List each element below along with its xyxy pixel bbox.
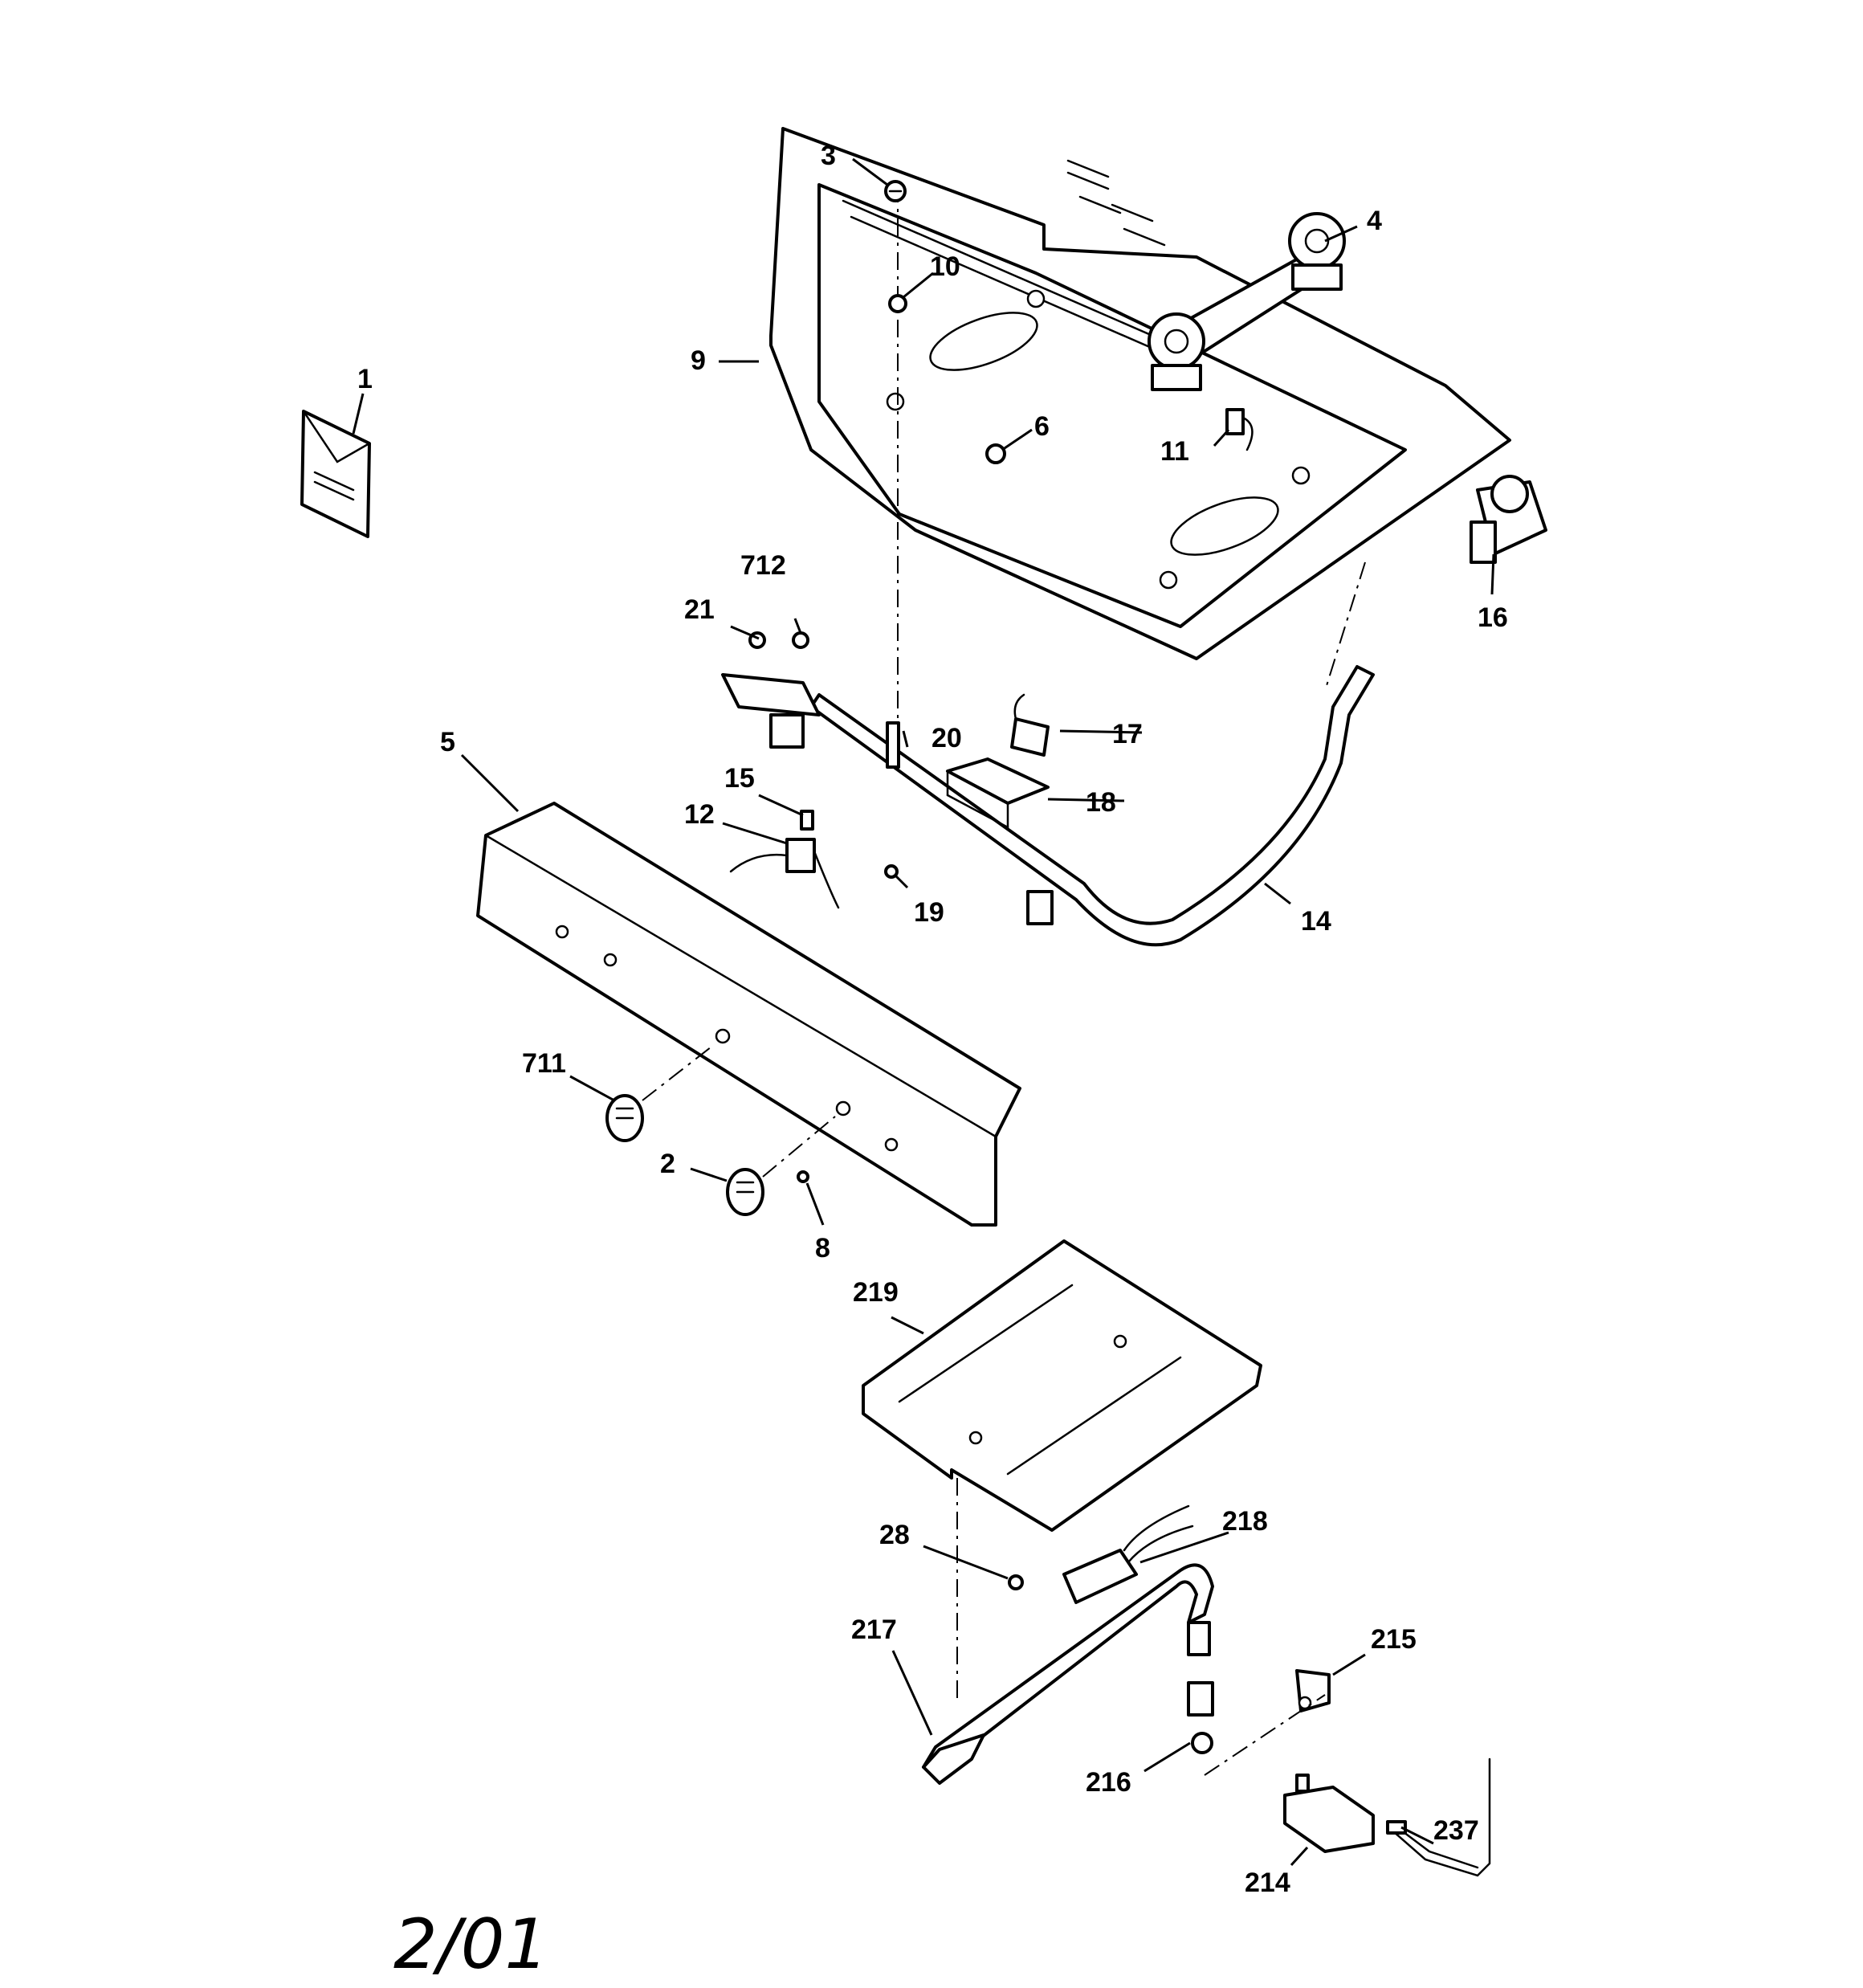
callout-4: 4 <box>1367 206 1382 236</box>
callout-219: 219 <box>853 1277 899 1308</box>
part-217-oven-burner <box>922 1563 1214 1785</box>
callout-712: 712 <box>740 550 786 581</box>
callout-21: 21 <box>684 594 715 625</box>
part-1-literature-packet <box>300 410 371 538</box>
callout-12: 12 <box>684 799 715 830</box>
part-20-stud <box>886 721 900 769</box>
part-214-safety-valve <box>1204 1694 1375 1853</box>
part-14-manifold-pipe <box>809 665 1375 947</box>
callout-18: 18 <box>1086 787 1116 818</box>
callout-labels: 1 3 4 10 9 6 11 16 712 21 20 17 18 15 12… <box>357 141 1508 1898</box>
part-9-burner-box <box>769 127 1511 723</box>
part-18-plate <box>946 757 1050 829</box>
callout-17: 17 <box>1112 719 1143 749</box>
part-215-bracket <box>1295 1669 1331 1712</box>
part-712-screw <box>792 631 809 649</box>
callout-16: 16 <box>1478 602 1508 633</box>
vent-slots <box>1066 159 1166 247</box>
part-17-relay <box>1010 693 1050 757</box>
callout-11: 11 <box>1160 436 1189 467</box>
callout-237: 237 <box>1433 1815 1479 1846</box>
callout-20: 20 <box>932 723 962 753</box>
callout-1: 1 <box>357 364 373 394</box>
callout-218: 218 <box>1222 1506 1268 1537</box>
part-4-surface-valves <box>1148 212 1346 391</box>
part-3-fastener <box>884 180 907 202</box>
part-12-switch <box>729 838 840 909</box>
leader-lines <box>352 157 1495 1867</box>
callout-217: 217 <box>851 1614 897 1645</box>
callout-14: 14 <box>1301 906 1331 937</box>
callout-216: 216 <box>1086 1767 1131 1798</box>
part-8-screw <box>797 1170 809 1183</box>
callout-8: 8 <box>815 1233 830 1263</box>
part-5-control-panel <box>476 802 1021 1227</box>
callout-9: 9 <box>691 345 706 376</box>
callout-15: 15 <box>724 763 755 794</box>
part-28-fastener <box>1008 1574 1024 1590</box>
callout-28: 28 <box>879 1520 910 1550</box>
part-6-fastener <box>985 443 1006 464</box>
part-10-fastener <box>888 294 907 313</box>
part-15-igniter-switch <box>800 810 814 831</box>
callout-711: 711 <box>522 1048 566 1079</box>
part-218-igniter <box>1062 1504 1194 1604</box>
part-bracket-assembly <box>721 673 1054 925</box>
part-711-knob <box>605 1043 715 1142</box>
part-219-heat-shield <box>862 1239 1262 1703</box>
callout-6: 6 <box>1034 411 1050 442</box>
part-237-tube <box>1386 1757 1491 1877</box>
part-16-regulator <box>1470 475 1547 564</box>
part-216-orifice <box>1187 1681 1214 1754</box>
callout-19: 19 <box>914 897 944 928</box>
part-11-clip <box>1225 408 1254 451</box>
part-2-knob <box>726 1116 836 1216</box>
callout-215: 215 <box>1371 1624 1417 1655</box>
callout-10: 10 <box>930 251 960 282</box>
part-19-screw <box>884 864 899 879</box>
callout-5: 5 <box>440 727 455 757</box>
date-mark: 2/01 <box>393 1904 548 1985</box>
callout-3: 3 <box>821 141 836 171</box>
callout-214: 214 <box>1245 1868 1290 1898</box>
callout-2: 2 <box>660 1149 675 1179</box>
